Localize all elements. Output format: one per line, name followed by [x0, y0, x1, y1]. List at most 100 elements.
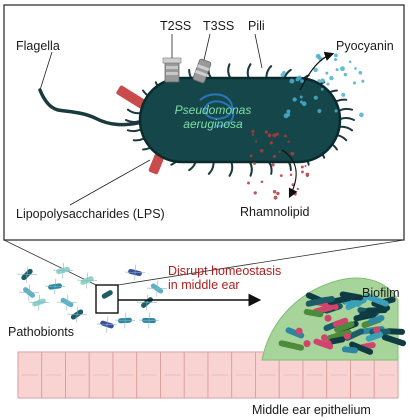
rhamnolipid-dot	[289, 173, 293, 177]
pathobiont-pilus	[26, 266, 29, 275]
rhamnolipid-dot	[275, 133, 279, 136]
label-species: Pseudomonas aeruginosa	[168, 103, 258, 132]
zoom-box	[95, 284, 119, 314]
pathobiont-pilus	[66, 294, 69, 303]
pili-leader	[254, 33, 263, 69]
pyocyanin-dot	[317, 109, 322, 114]
biofilm-cell-round	[324, 314, 332, 322]
pyocyanin-dot	[313, 95, 318, 100]
pyocyanin-dot	[289, 78, 295, 84]
pyocyanin-dot	[343, 72, 348, 77]
pathobiont-pilus	[146, 294, 149, 303]
biofilm-cell-round	[373, 326, 381, 334]
rhamnolipid-dot	[272, 190, 277, 194]
rhamnolipid-dot	[272, 133, 277, 138]
label-biofilm: Biofilm	[362, 286, 400, 300]
label-flagella: Flagella	[16, 39, 60, 53]
rhamnolipid-dot	[247, 181, 250, 185]
rhamnolipid-dot	[300, 165, 304, 169]
pyocyanin-dot	[334, 109, 338, 113]
pyocyanin-dot	[299, 95, 303, 99]
biofilm-cell	[278, 340, 305, 351]
rhamnolipid-dot	[260, 180, 264, 184]
pyocyanin-dot	[358, 70, 363, 75]
flagella-leader	[39, 51, 53, 91]
pyocyanin-dot	[334, 53, 338, 58]
biofilm-cell	[365, 331, 384, 342]
biofilm-cell	[303, 308, 324, 318]
rhamnolipid-dot	[255, 140, 258, 143]
biofilm-cells	[278, 291, 407, 355]
pathobiont-pilus	[62, 262, 65, 271]
pyocyanin-dot	[300, 79, 304, 83]
zoom-line-right	[117, 239, 405, 286]
label-rhamnolipid: Rhamnolipid	[240, 205, 310, 219]
biofilm-cell	[285, 327, 305, 339]
rhamnolipid-dot	[260, 148, 264, 153]
zoom-line-left	[3, 239, 97, 286]
biofilm-cell	[317, 296, 335, 304]
pyocyanin-dot	[317, 79, 321, 83]
pyocyanin-dot	[320, 78, 325, 84]
label-pyocyanin: Pyocyanin	[336, 39, 394, 53]
rhamnolipid-dot	[293, 192, 297, 196]
t3ss-structure	[192, 58, 212, 84]
biofilm-cell-round	[295, 327, 303, 335]
pathobiont-pilus	[106, 316, 109, 325]
flagella	[38, 88, 144, 127]
pyocyanin-dot	[335, 68, 339, 72]
rhamnolipid-dot	[269, 141, 273, 145]
biofilm-cell	[345, 297, 367, 311]
biofilm-leader	[351, 295, 363, 301]
pathobiont-pilus	[54, 278, 57, 287]
pathobiont-pilus	[76, 306, 79, 315]
rhamnolipid-dot	[271, 163, 275, 167]
rhamnolipid-dot	[306, 174, 309, 178]
label-pathobionts: Pathobionts	[8, 325, 75, 339]
pyocyanin-dot	[292, 97, 297, 102]
biofilm-cell	[328, 336, 346, 345]
label-epithelium: Middle ear epithelium	[252, 403, 371, 417]
rhamnolipid-dot	[249, 154, 253, 158]
rhamnolipid-dot	[287, 140, 290, 144]
pyocyanin-dot	[348, 60, 352, 64]
lps-rod-top	[116, 85, 146, 109]
pyocyanin-dot	[313, 67, 318, 73]
biofilm-cell	[385, 328, 406, 335]
label-species-line2: aeruginosa	[183, 117, 243, 132]
lps-leader	[69, 159, 151, 206]
pathobiont-pilus	[148, 312, 151, 321]
label-t2ss: T2SS	[160, 19, 192, 33]
pyocyanin-dot	[320, 87, 324, 91]
t2ss-structure	[162, 57, 182, 83]
label-lps: Lipopolysaccharides (LPS)	[16, 207, 165, 221]
biofilm-cell	[359, 310, 376, 318]
label-disrupt: Disrupt homeostasis in middle ear	[168, 264, 281, 293]
pyocyanin-dot	[297, 75, 302, 80]
pyocyanin-dot	[329, 75, 334, 81]
pathobiont-pilus	[28, 284, 31, 293]
pyocyanin-dot	[325, 71, 329, 75]
rhamnolipid-dot	[279, 174, 283, 178]
biofilm-cell	[341, 346, 359, 354]
pyocyanin-dot	[352, 81, 357, 85]
biofilm-cell-round	[343, 332, 351, 340]
rhamnolipid-dot	[290, 151, 295, 156]
biofilm-cell	[381, 334, 407, 347]
label-species-line1: Pseudomonas	[174, 103, 252, 117]
rhamnolipid-dot	[251, 133, 255, 136]
pyocyanin-dot	[301, 101, 307, 106]
pyocyanin-dot	[340, 66, 345, 72]
pathobiont-cells	[17, 262, 167, 333]
pyocyanin-dot	[354, 67, 357, 70]
biofilm-cell-round	[303, 340, 311, 348]
pyocyanin-dot	[280, 73, 285, 78]
biofilm-cell-round	[324, 339, 332, 347]
pyocyanin-dot	[359, 112, 364, 118]
t3ss-leader	[203, 33, 211, 61]
label-t3ss: T3SS	[203, 19, 235, 33]
rhamnolipid-dot	[267, 133, 272, 138]
rhamnolipid-dot	[276, 191, 280, 196]
biofilm-cell	[334, 321, 355, 333]
